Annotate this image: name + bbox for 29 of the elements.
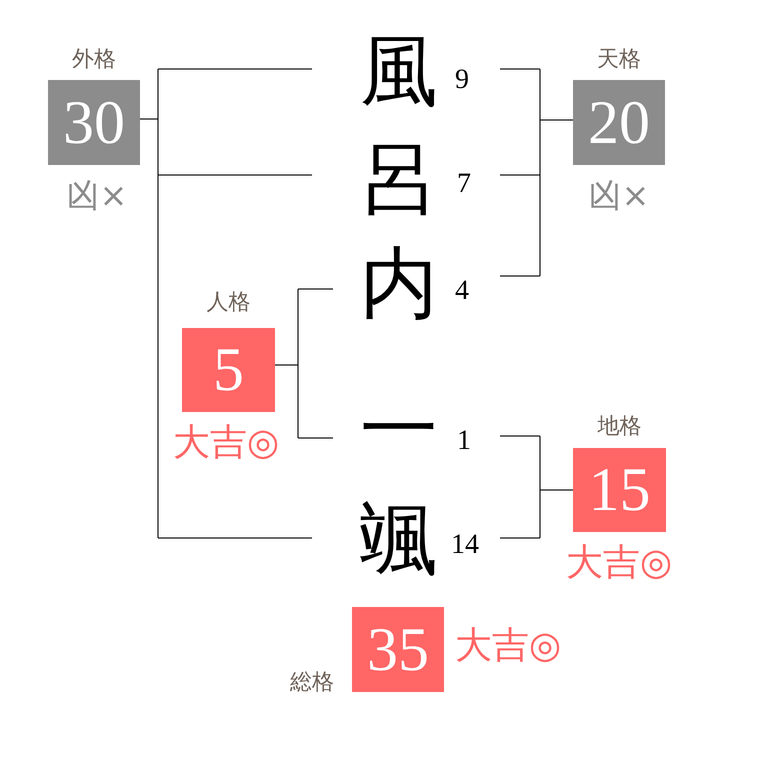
name-character: 内 <box>360 245 438 323</box>
name-character: 颯 <box>360 501 438 579</box>
heading-label: 地格 <box>598 416 642 438</box>
name-character: 一 <box>360 391 438 469</box>
score-box: 30 <box>48 80 140 165</box>
heading-label: 総格 <box>290 672 334 694</box>
stroke-count: 4 <box>455 277 469 305</box>
fortune-label: 凶× <box>66 178 128 212</box>
connector-line <box>140 68 312 538</box>
fortune-label: 凶× <box>588 178 650 212</box>
connector-line <box>500 68 574 276</box>
fortune-label: 大吉◎ <box>454 626 562 664</box>
heading-label: 人格 <box>206 292 250 314</box>
score-box: 15 <box>573 448 666 532</box>
heading-label: 外格 <box>72 49 116 71</box>
heading-label: 天格 <box>597 49 641 71</box>
fortune-label: 大吉◎ <box>566 544 672 580</box>
connector-line <box>500 436 574 538</box>
stroke-count: 14 <box>451 531 479 559</box>
score-box: 20 <box>573 80 665 165</box>
stroke-count: 9 <box>455 66 469 94</box>
connector-line <box>274 288 334 438</box>
name-character: 呂 <box>360 141 438 219</box>
score-box: 35 <box>352 607 444 692</box>
stroke-count: 1 <box>457 427 471 455</box>
stroke-count: 7 <box>457 170 471 198</box>
name-character: 風 <box>360 33 438 111</box>
fortune-label: 大吉◎ <box>172 424 280 460</box>
score-box: 5 <box>182 328 275 412</box>
